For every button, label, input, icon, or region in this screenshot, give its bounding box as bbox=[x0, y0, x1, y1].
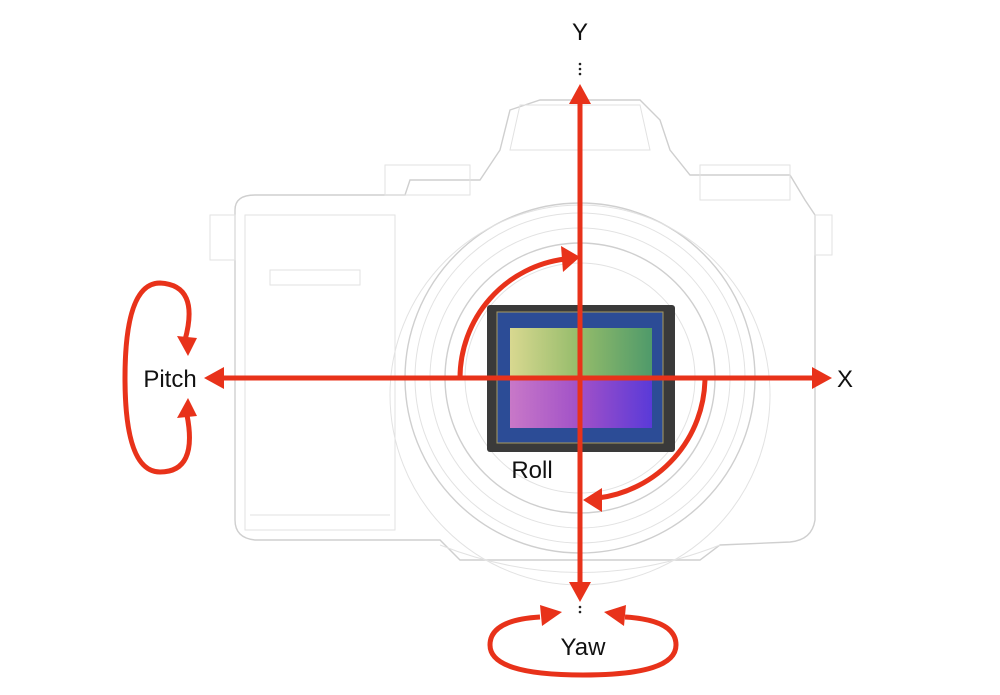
roll-label: Roll bbox=[511, 457, 552, 484]
pitch-rotation-arrow bbox=[122, 280, 197, 475]
pitch-label: Pitch bbox=[143, 366, 196, 393]
roll-rotation-arrow bbox=[457, 246, 708, 512]
y-axis-label: Y bbox=[572, 19, 588, 46]
x-axis-arrow bbox=[204, 367, 832, 389]
x-axis-label: X bbox=[837, 366, 853, 393]
y-axis-arrow bbox=[569, 62, 591, 614]
yaw-rotation-arrow bbox=[487, 605, 679, 678]
yaw-label: Yaw bbox=[561, 634, 607, 661]
